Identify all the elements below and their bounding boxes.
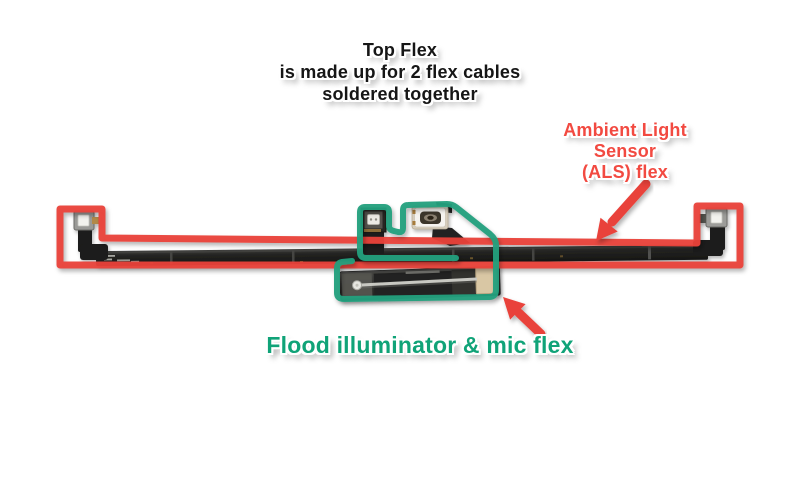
top-note-line-1: Top Flex	[362, 40, 438, 60]
microphone-module	[360, 207, 387, 254]
top-note-line-2: is made up for 2 flex cables	[279, 62, 521, 82]
als-arrow	[596, 179, 651, 241]
left-connector	[73, 210, 108, 260]
thin-flex-arm	[356, 277, 477, 287]
als-label-line-3: (ALS) flex	[581, 162, 668, 182]
top-note-label: Top Flex is made up for 2 flex cables so…	[200, 39, 600, 105]
als-label-line-1: Ambient Light	[563, 120, 687, 140]
top-note-line-3: soldered together	[322, 84, 478, 104]
flex-marking	[405, 270, 440, 274]
flood-label-text: Flood illuminator & mic flex	[266, 332, 574, 358]
flood-label: Flood illuminator & mic flex	[239, 332, 601, 358]
flex-cable-photo	[73, 202, 728, 302]
als-label: Ambient Light Sensor (ALS) flex	[545, 120, 705, 183]
flood-mic-flex-body	[339, 265, 501, 302]
right-connector	[693, 207, 728, 256]
als-outline	[56, 202, 744, 269]
als-label-line-2: Sensor	[593, 141, 657, 161]
flood-arrow	[503, 297, 546, 339]
flood-outline	[334, 201, 499, 302]
